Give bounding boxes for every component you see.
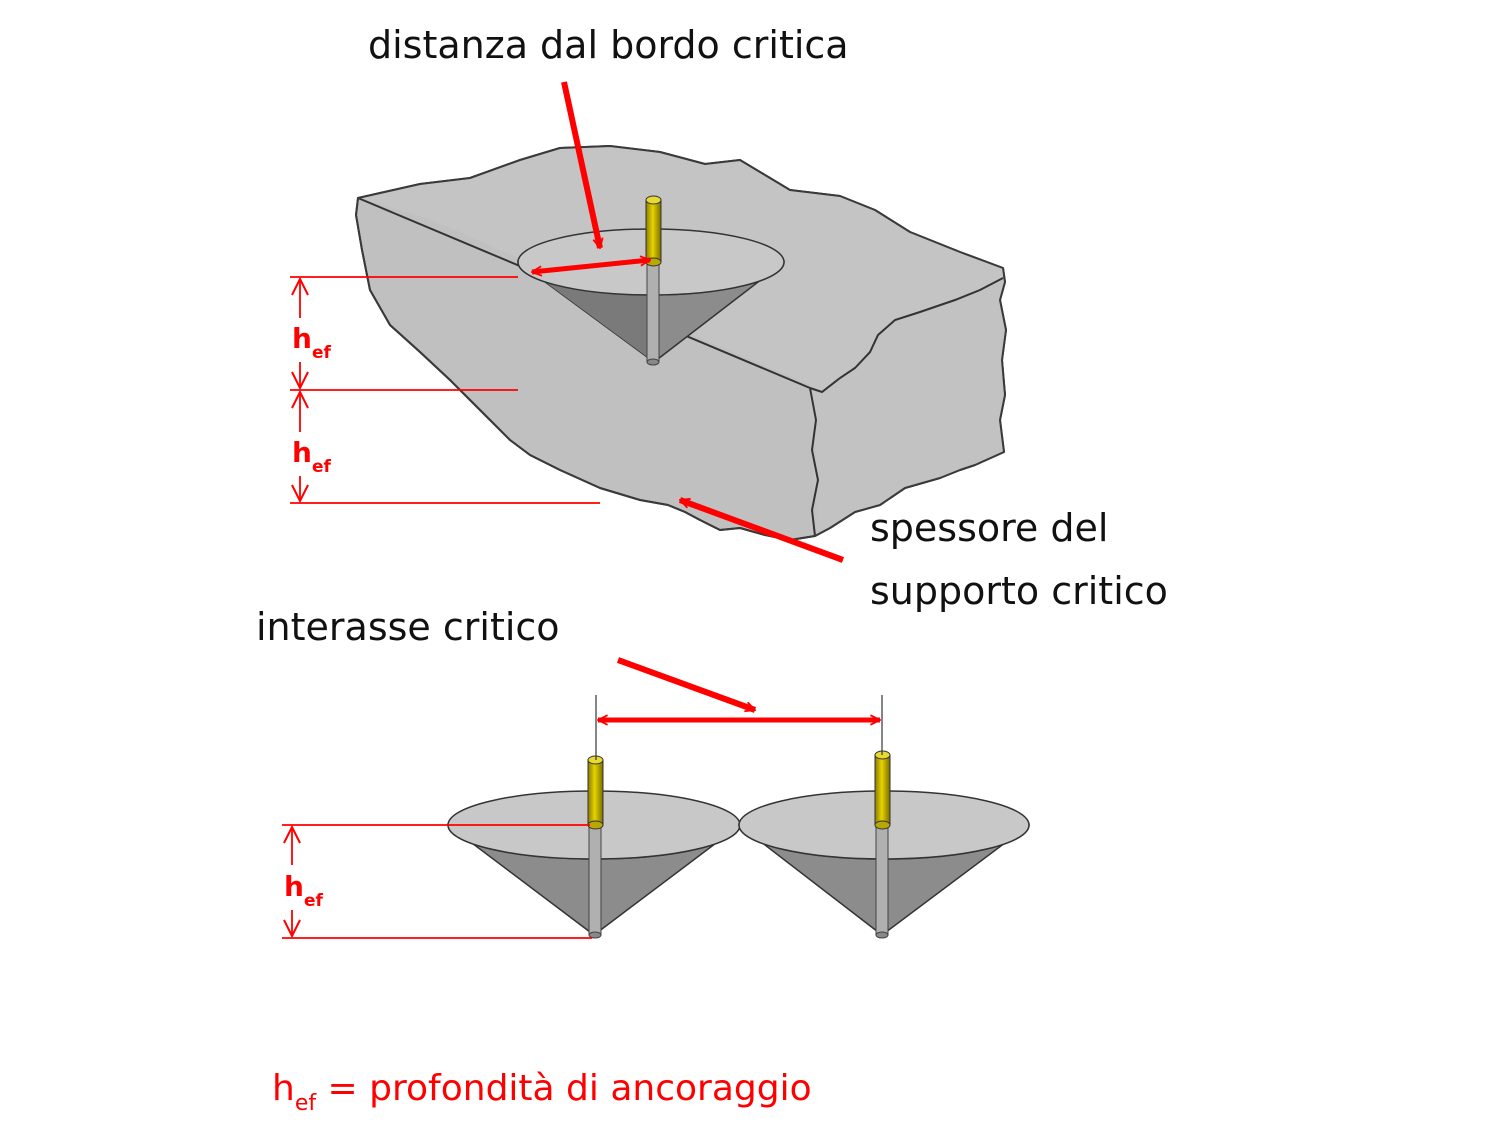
spacing-label: interasse critico: [256, 605, 560, 649]
thickness-label-line2: supporto critico: [870, 569, 1168, 613]
right-anchor-rod-collar: [874, 820, 891, 830]
hef-legend: hef = profondità di ancoraggio: [272, 1068, 812, 1116]
cones-hef-subscript: ef: [304, 891, 324, 911]
left-anchor-rod-upper: [587, 759, 604, 826]
hef-upper-subscript: ef: [312, 343, 332, 363]
concrete-block-side-face: [810, 278, 1006, 536]
block-cone-shade: [518, 262, 654, 362]
hef-upper-label: hef: [292, 322, 331, 363]
concrete-block-right-top-edge: [809, 277, 1004, 394]
right-cone: [738, 750, 1030, 939]
edge-distance-pointer-arrow: [561, 81, 600, 248]
spacing-pointer-arrow: [616, 657, 755, 713]
left-anchor-rod-tip: [588, 931, 602, 939]
concrete-block-vertical-edge: [809, 387, 820, 537]
left-cone: [447, 755, 741, 939]
block-hef-dimensions: hef hef: [290, 276, 600, 504]
block-anchor-rod-lower: [646, 261, 660, 363]
right-anchor-rod-lower: [875, 824, 889, 936]
concrete-block: [355, 145, 1007, 541]
thickness-label-line1: spessore del: [870, 506, 1108, 550]
cones-hef-dimension: hef: [282, 824, 592, 939]
left-anchor-rod-lower: [588, 824, 602, 936]
hef-legend-subscript: ef: [295, 1091, 318, 1116]
left-anchor-rod-collar: [587, 820, 604, 830]
right-anchor-rod-tip: [875, 931, 889, 939]
thickness-pointer-arrow: [680, 497, 845, 563]
block-anchor-rod-tip: [646, 358, 660, 366]
hef-lower-subscript: ef: [312, 457, 332, 477]
hef-legend-symbol: h: [272, 1068, 295, 1109]
edge-distance-dimension-arrow: [532, 260, 650, 272]
block-anchor-rod-head: [645, 195, 662, 205]
block-anchor-rod-upper: [645, 199, 662, 263]
edge-distance-label: distanza dal bordo critica: [368, 23, 849, 67]
right-anchor-rod-upper: [874, 754, 891, 826]
cones-hef-label: hef: [284, 870, 323, 911]
hef-legend-text: = profondità di ancoraggio: [316, 1068, 812, 1109]
concrete-block-outline: [355, 145, 1007, 541]
hef-lower-label: hef: [292, 436, 331, 477]
